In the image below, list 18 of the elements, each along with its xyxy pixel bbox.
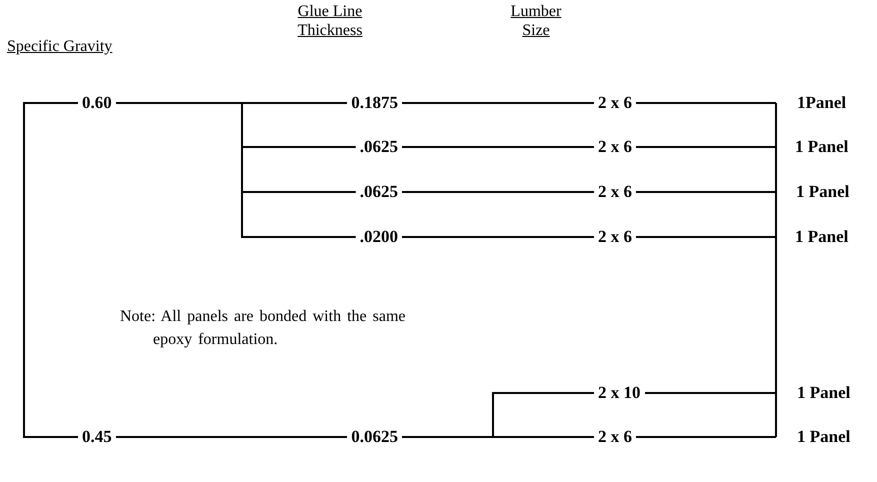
connector-line <box>402 102 594 104</box>
panel-count-label: 1 Panel <box>795 227 848 247</box>
panel-count-label: 1 Panel <box>796 182 850 202</box>
panel-count-label: 1 Panel <box>797 383 850 403</box>
connector-line <box>116 436 348 438</box>
connector-line <box>116 102 356 238</box>
column-header: Lumber Size <box>510 2 562 40</box>
connector-line <box>402 191 594 193</box>
connector-line <box>402 436 594 438</box>
connector-line <box>23 102 78 438</box>
panel-count-label: 1Panel <box>797 93 846 113</box>
column-header: Specific Gravity <box>7 37 114 56</box>
connector-line <box>402 236 594 238</box>
connector-line <box>402 146 594 148</box>
panel-count-label: 1 Panel <box>795 137 848 157</box>
panel-count-label: 1 Panel <box>797 427 850 447</box>
note-text: Note: All panels are bonded with the same epoxy formulation. <box>120 307 406 350</box>
column-header: Glue Line Thickness <box>296 2 364 40</box>
